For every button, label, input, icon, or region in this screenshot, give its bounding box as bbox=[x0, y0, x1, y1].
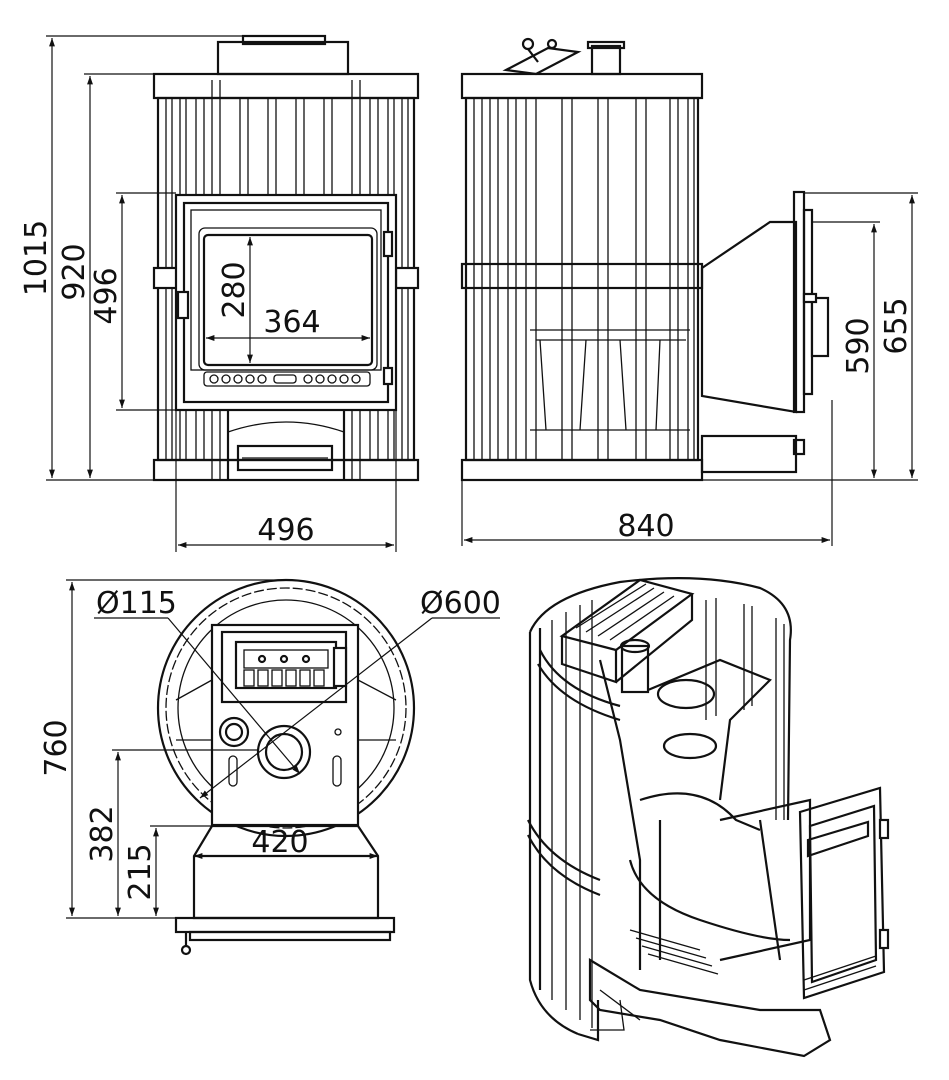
iso-firebox bbox=[628, 859, 791, 942]
iso-slats bbox=[551, 600, 593, 1028]
top-valve-outer bbox=[218, 716, 250, 748]
front-view bbox=[152, 34, 420, 482]
top-dimensions: 760 382 215 420 Ø115 Ø600 bbox=[39, 579, 501, 919]
front-bottom-rim bbox=[152, 458, 420, 482]
side-dimensions: 840 655 590 bbox=[461, 192, 918, 546]
side-slats-left bbox=[473, 98, 517, 460]
iso-cylinder-left bbox=[528, 632, 579, 1036]
front-air-vents bbox=[203, 371, 371, 387]
label-glass-height: 280 bbox=[217, 261, 252, 318]
front-door-glass bbox=[202, 233, 374, 367]
side-valve-knob bbox=[521, 37, 535, 51]
label-chimney-diameter: Ø115 bbox=[96, 586, 177, 621]
label-tunnel-door-height: 590 bbox=[841, 317, 876, 374]
front-bracket-right bbox=[394, 266, 420, 290]
top-chimney-inner bbox=[264, 732, 304, 772]
front-hinge-upper bbox=[176, 290, 190, 320]
label-body-diameter: Ø600 bbox=[420, 586, 501, 621]
top-tunnel-handle bbox=[180, 944, 192, 956]
side-tunnel bbox=[700, 220, 798, 414]
iso-band-top bbox=[539, 649, 621, 708]
top-chimney-outer bbox=[256, 724, 312, 780]
top-lid-teeth bbox=[243, 669, 325, 687]
side-slats-mid bbox=[525, 98, 695, 460]
top-view bbox=[156, 578, 416, 956]
label-depth: 760 bbox=[39, 719, 74, 776]
leader-chimney bbox=[167, 617, 301, 775]
front-bracket-left bbox=[152, 266, 180, 290]
front-dimensions: 1015 920 496 280 364 496 bbox=[19, 35, 397, 552]
front-chimney-box bbox=[216, 40, 350, 76]
label-tunnel-height: 655 bbox=[879, 297, 914, 354]
iso-opening-mid bbox=[662, 732, 718, 760]
iso-door-handle bbox=[806, 820, 870, 858]
side-tunnel-latch bbox=[802, 292, 818, 304]
side-view bbox=[460, 37, 830, 482]
iso-tunnel-door bbox=[798, 786, 886, 1000]
top-tunnel-flange bbox=[174, 916, 396, 934]
label-chimney-offset: 382 bbox=[85, 805, 120, 862]
side-top-lid bbox=[502, 46, 582, 76]
front-ash-door bbox=[236, 444, 334, 472]
iso-grate bbox=[629, 929, 719, 975]
front-door-latch bbox=[382, 366, 394, 386]
iso-core-left bbox=[598, 659, 642, 970]
label-body-height: 920 bbox=[57, 243, 92, 300]
front-top-rim bbox=[152, 72, 420, 100]
side-chimney bbox=[590, 44, 622, 76]
side-bottom-rim bbox=[460, 458, 704, 482]
label-glass-width: 364 bbox=[263, 305, 320, 340]
front-ash-frame bbox=[226, 410, 346, 480]
iso-stone-lid bbox=[559, 578, 695, 652]
isometric-view bbox=[527, 577, 890, 1058]
front-chimney-lid bbox=[241, 34, 327, 46]
top-tunnel-door bbox=[188, 930, 392, 942]
label-tunnel-width: 420 bbox=[251, 825, 308, 860]
side-firebox-grid bbox=[530, 329, 690, 431]
iso-core-top bbox=[647, 658, 772, 801]
iso-band-mid bbox=[527, 819, 601, 882]
side-top-rim bbox=[460, 72, 704, 100]
label-door-height: 496 bbox=[89, 267, 124, 324]
label-overall-height: 1015 bbox=[19, 220, 54, 296]
iso-tunnel bbox=[719, 798, 812, 962]
label-door-width: 496 bbox=[257, 513, 314, 548]
iso-opening-top bbox=[656, 678, 716, 710]
front-door-handle bbox=[382, 230, 394, 258]
side-tunnel-handle bbox=[810, 296, 830, 358]
top-side-supports bbox=[175, 679, 397, 741]
top-lid-hinge bbox=[332, 646, 348, 688]
top-valve-inner bbox=[224, 722, 244, 742]
side-ash-box bbox=[700, 434, 798, 474]
front-ash-arch bbox=[227, 421, 345, 433]
front-door-frame bbox=[174, 193, 398, 412]
iso-ash-tunnel bbox=[588, 958, 832, 1058]
front-slats-top bbox=[239, 98, 333, 195]
leader-body bbox=[199, 617, 433, 799]
iso-top-ring bbox=[528, 577, 792, 821]
label-overall-length: 840 bbox=[617, 509, 674, 544]
iso-chimney bbox=[620, 644, 650, 694]
front-door-glass-frame bbox=[198, 227, 378, 371]
label-tunnel-offset: 215 bbox=[123, 843, 158, 900]
top-slat-ring bbox=[165, 587, 407, 829]
